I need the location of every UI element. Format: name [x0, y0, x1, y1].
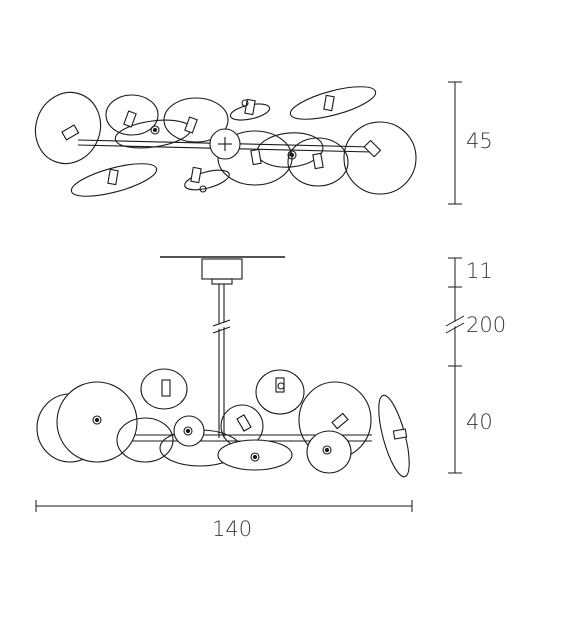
- dimension-front-view-height: [445, 257, 465, 474]
- front-disk: [140, 368, 188, 410]
- front-disk: [306, 430, 352, 474]
- front-disk: [255, 369, 305, 415]
- front-view: [36, 256, 410, 478]
- top-disk: [70, 163, 158, 197]
- overall-width-label: 140: [212, 517, 253, 541]
- front-disk: [116, 417, 174, 463]
- top-disk: [217, 130, 293, 186]
- rod-length-label: 200: [466, 313, 507, 337]
- top-view: [34, 86, 417, 197]
- top-disk: [163, 97, 229, 143]
- top-disk: [105, 94, 159, 136]
- fixture-height-label: 40: [466, 410, 493, 434]
- top-disk: [287, 137, 349, 187]
- dimension-overall-width: [35, 500, 413, 512]
- top-disk: [289, 86, 377, 120]
- top-disk: [184, 169, 230, 191]
- top-disk: [34, 91, 102, 165]
- canopy-height-label: 11: [466, 259, 493, 283]
- top-view-height-label: 45: [466, 129, 493, 153]
- dimension-top-view-height: [448, 81, 462, 205]
- canopy-mount: [201, 258, 243, 280]
- top-disk: [343, 121, 417, 195]
